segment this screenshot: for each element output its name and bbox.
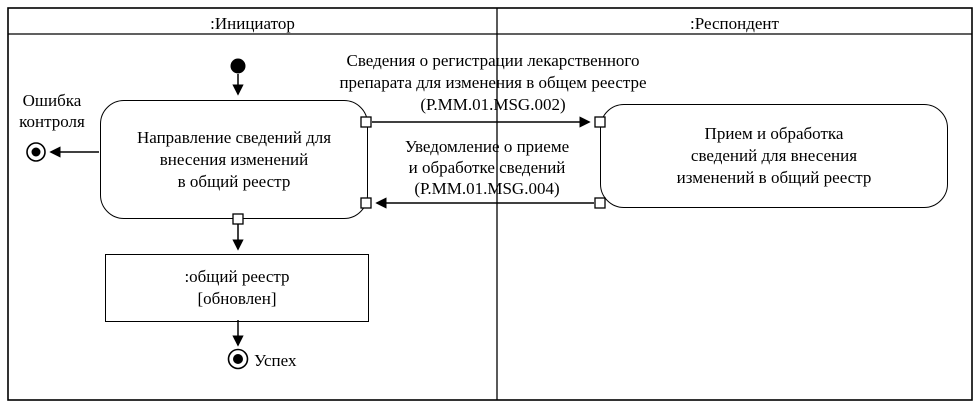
error-label: Ошибка контроля (19, 91, 85, 131)
success-final-node-outer (227, 348, 249, 370)
initiator-activity-box: Направление сведений для внесения измене… (100, 100, 368, 219)
error-final-node-outer (26, 142, 46, 162)
error-final-node-inner (31, 147, 41, 157)
pin-respondent-response (594, 197, 606, 209)
lane-header-respondent: :Респондент (690, 14, 779, 33)
success-label: Успех (254, 351, 297, 370)
object-node-box: :общий реестр [обновлен] (105, 254, 369, 322)
request-message-label: Сведения о регистрации лекарственного пр… (339, 51, 647, 114)
lane-header-initiator: :Инициатор (210, 14, 295, 33)
initial-node (230, 58, 246, 74)
response-message-label: Уведомление о приеме и обработке сведени… (404, 137, 570, 198)
respondent-activity-box: Прием и обработка сведений для внесения … (600, 104, 948, 208)
success-final-node-inner (233, 354, 243, 364)
